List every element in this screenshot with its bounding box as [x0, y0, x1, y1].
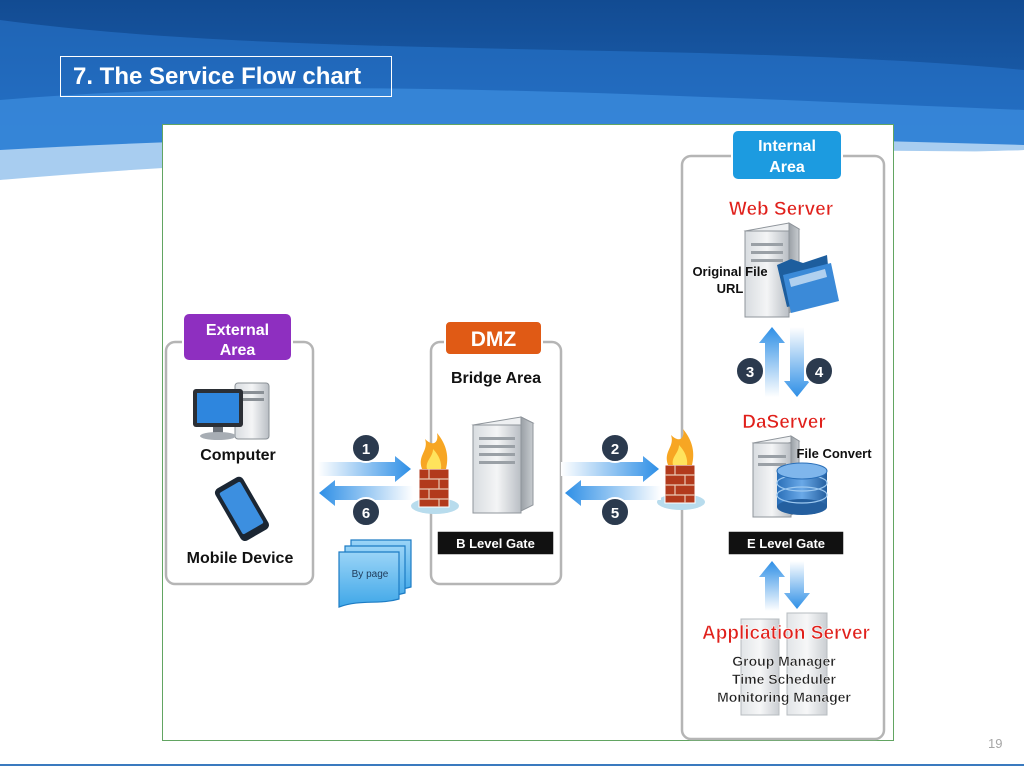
dmz-badge: DMZ — [444, 320, 543, 356]
flow-arrow-4 — [784, 327, 810, 397]
internal-badge-line2: Area — [769, 159, 805, 176]
service-flow-diagram: External Area DMZ Internal Area Computer… — [162, 124, 894, 741]
step-1-marker: 1 — [351, 433, 381, 463]
folder-icon — [777, 255, 839, 313]
up-arrow — [759, 561, 785, 611]
daserver-label: DaServer — [742, 412, 826, 433]
down-arrow — [784, 561, 810, 609]
flow-arrow-6 — [319, 480, 413, 506]
external-area-badge: External Area — [182, 312, 293, 362]
computer-icon — [193, 382, 270, 440]
internal-area-badge: Internal Area — [731, 129, 843, 181]
flow-arrow-5 — [565, 480, 661, 506]
firewall-icon — [657, 429, 705, 510]
bridge-area-label: Bridge Area — [451, 370, 541, 387]
web-server-label: Web Server — [729, 199, 834, 220]
svg-text:6: 6 — [362, 505, 370, 522]
page-stack-icon: By page — [338, 539, 412, 608]
group-manager-label: Group Manager — [732, 653, 836, 669]
mobile-device-icon — [214, 476, 269, 542]
flow-arrow-2 — [561, 456, 659, 482]
external-badge-line2: Area — [220, 342, 256, 359]
step-4-marker: 4 — [804, 356, 834, 386]
b-level-gate-tag: B Level Gate — [436, 530, 555, 556]
file-convert-label: File Convert — [796, 446, 872, 461]
svg-text:4: 4 — [815, 364, 824, 381]
e-level-gate-label: E Level Gate — [747, 536, 825, 551]
database-icon — [776, 462, 828, 515]
svg-text:3: 3 — [746, 364, 754, 381]
computer-label: Computer — [200, 447, 276, 464]
svg-text:5: 5 — [611, 505, 619, 522]
internal-badge-line1: Internal — [758, 138, 816, 155]
original-file-label: Original File — [692, 264, 767, 279]
monitoring-manager-label: Monitoring Manager — [717, 689, 851, 705]
svg-text:1: 1 — [362, 441, 370, 458]
footer-divider — [0, 764, 1024, 766]
firewall-icon — [411, 433, 459, 514]
dmz-badge-label: DMZ — [471, 328, 517, 351]
url-label: URL — [717, 281, 744, 296]
b-level-gate-label: B Level Gate — [456, 536, 535, 551]
slide-title: 7. The Service Flow chart — [60, 56, 392, 97]
svg-text:2: 2 — [611, 441, 619, 458]
e-level-gate-tag: E Level Gate — [727, 530, 845, 556]
step-6-marker: 6 — [351, 497, 381, 527]
step-3-marker: 3 — [735, 356, 765, 386]
time-scheduler-label: Time Scheduler — [732, 671, 837, 687]
bridge-server-icon — [471, 416, 535, 514]
application-server-label: Application Server — [702, 623, 870, 644]
application-server-icon — [740, 612, 828, 716]
step-5-marker: 5 — [600, 497, 630, 527]
page-number: 19 — [988, 736, 1003, 751]
external-badge-line1: External — [206, 322, 269, 339]
page-stack-label: By page — [352, 569, 389, 580]
step-2-marker: 2 — [600, 433, 630, 463]
flow-arrow-1 — [318, 456, 411, 482]
mobile-device-label: Mobile Device — [187, 550, 294, 567]
flow-arrow-3 — [759, 327, 785, 397]
